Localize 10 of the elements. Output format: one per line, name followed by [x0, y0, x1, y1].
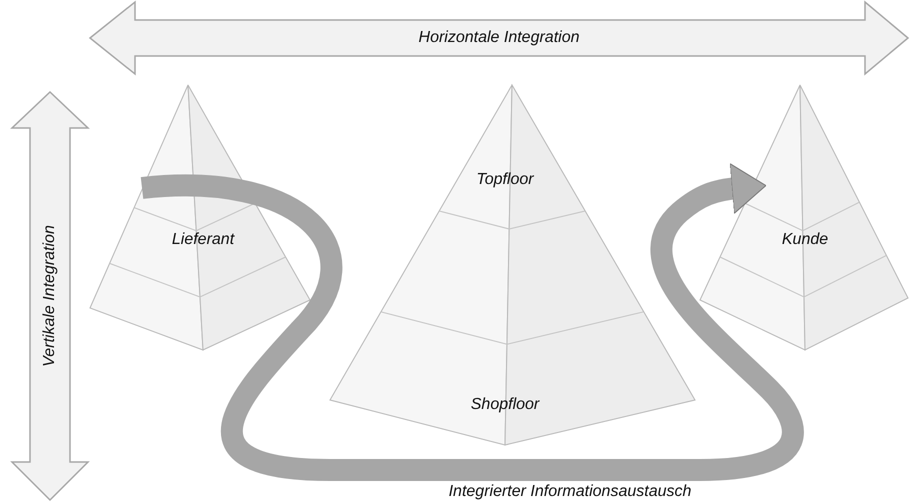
node-label: Topfloor [476, 171, 534, 189]
pyramid [699, 84, 909, 351]
pyramid [89, 84, 311, 351]
node-label: Shopfloor [470, 396, 540, 414]
pyramid [329, 84, 696, 446]
node-label: Kunde [782, 231, 828, 249]
arrow-label: Vertikale Integration [41, 225, 59, 367]
node-label: Lieferant [172, 231, 234, 249]
arrow-label: Horizontale Integration [418, 29, 580, 47]
ribbon-arrow [141, 163, 804, 481]
